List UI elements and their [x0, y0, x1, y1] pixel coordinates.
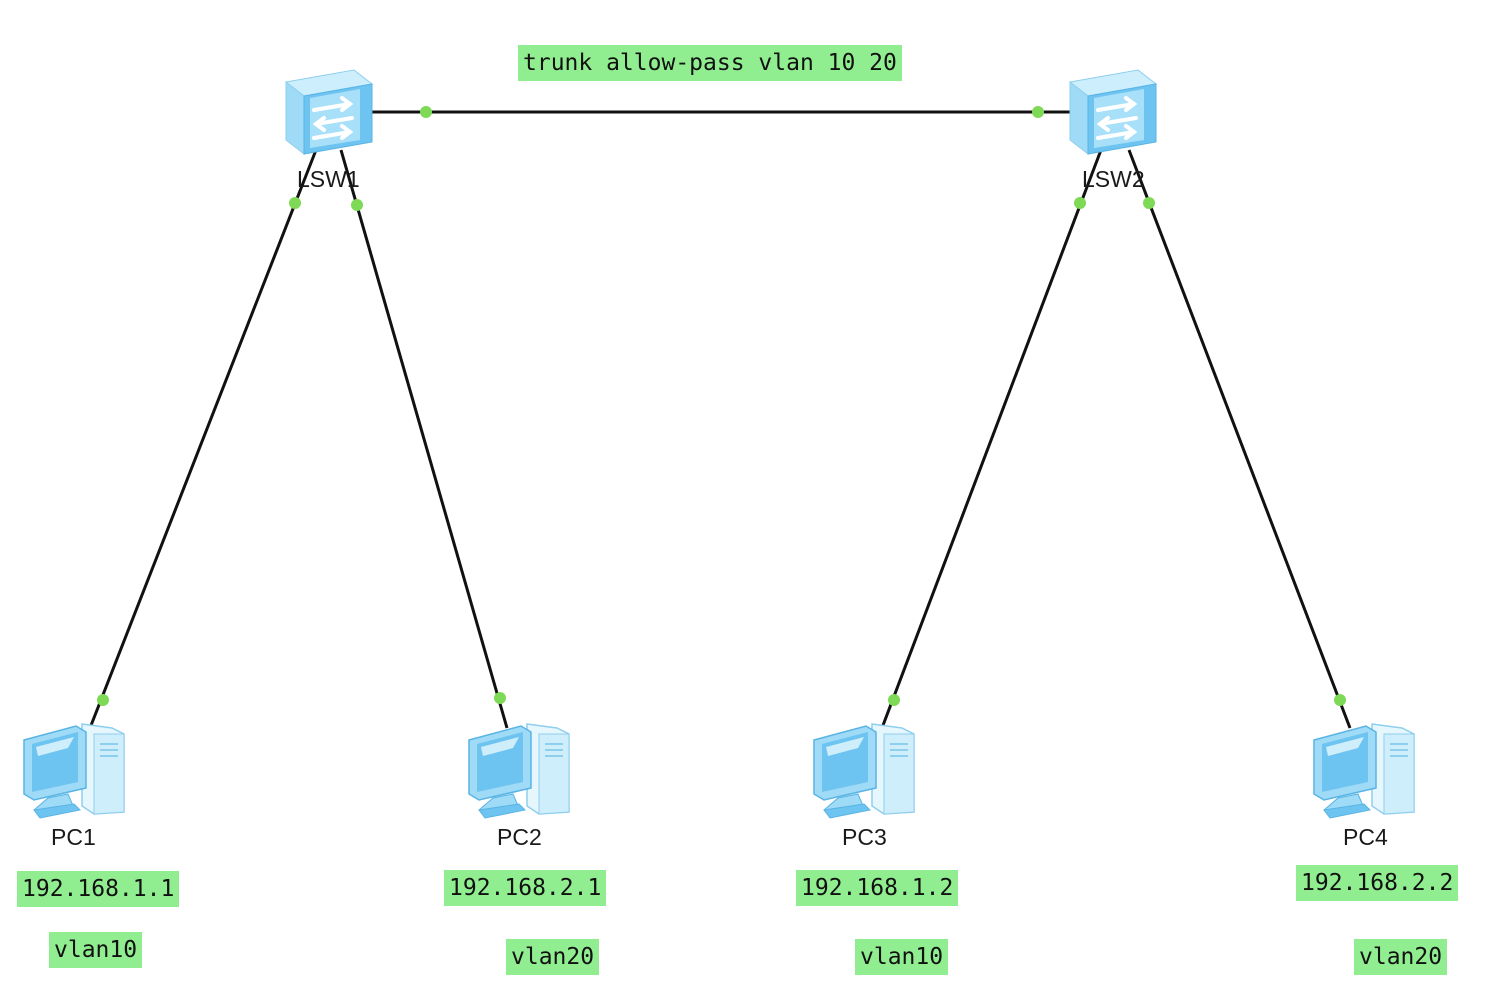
pc-label-pc1: PC1 [51, 824, 96, 850]
ip-tag-pc2: 192.168.2.1 [444, 870, 607, 906]
port-dot [1334, 694, 1346, 706]
pc-label-pc3: PC3 [842, 824, 887, 850]
pc-icon [1313, 723, 1415, 819]
pc-label-pc2: PC2 [497, 824, 542, 850]
switch-lsw1[interactable] [280, 68, 376, 160]
ip-tag-pc1: 192.168.1.1 [17, 871, 180, 907]
port-dot [1032, 106, 1044, 118]
link-lsw1-lsw2[interactable] [370, 106, 1072, 118]
vlan-tag-pc2: vlan20 [506, 939, 600, 975]
pc-pc1[interactable] [20, 716, 128, 822]
link-lsw2-pc3[interactable] [880, 149, 1103, 729]
pc-icon [23, 723, 125, 819]
port-dot [97, 694, 109, 706]
ip-tag-pc3: 192.168.1.2 [796, 870, 959, 906]
pc-pc4[interactable] [1310, 716, 1418, 822]
switch-label-lsw2: LSW2 [1082, 166, 1145, 192]
vlan-tag-pc3: vlan10 [855, 939, 949, 975]
switch-icon [284, 69, 374, 156]
link-lsw2-pc4[interactable] [1127, 149, 1352, 729]
port-dot [1143, 197, 1155, 209]
port-dot [289, 197, 301, 209]
trunk-label: trunk allow-pass vlan 10 20 [518, 45, 902, 81]
link-lsw1-pc2[interactable] [339, 149, 509, 729]
vlan-tag-pc4: vlan20 [1354, 939, 1448, 975]
pc-icon [813, 723, 915, 819]
pc-pc3[interactable] [810, 716, 918, 822]
port-dot [420, 106, 432, 118]
pc-pc2[interactable] [465, 716, 573, 822]
pc-label-pc4: PC4 [1343, 824, 1388, 850]
pc-icon [468, 723, 570, 819]
port-dot [494, 692, 506, 704]
switch-lsw2[interactable] [1064, 68, 1160, 160]
switch-label-lsw1: LSW1 [297, 166, 360, 192]
switch-icon [1068, 69, 1158, 156]
ip-tag-pc4: 192.168.2.2 [1296, 865, 1459, 901]
port-dot [351, 199, 363, 211]
port-dot [888, 694, 900, 706]
port-dot [1074, 197, 1086, 209]
vlan-tag-pc1: vlan10 [49, 932, 143, 968]
link-lsw1-pc1[interactable] [88, 149, 318, 729]
